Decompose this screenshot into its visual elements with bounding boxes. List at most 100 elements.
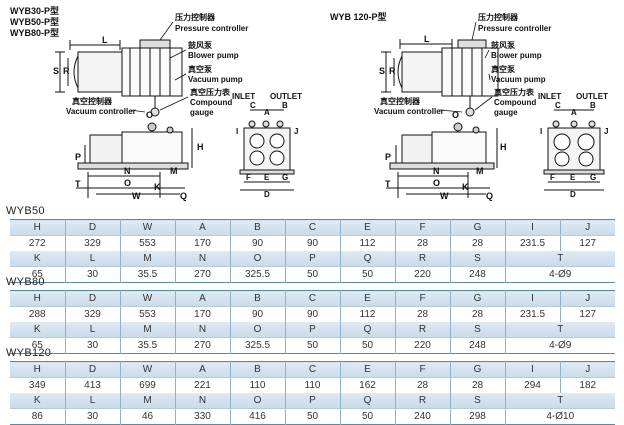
table-cell: 272 [10, 235, 65, 251]
table-header-cell: A [174, 290, 230, 307]
table-cell: 231.5 [504, 306, 560, 322]
dimension-table-wyb120: H D W A B C E F G I J 349 413 699 221 11… [10, 361, 615, 425]
table-cell: 298 [449, 408, 505, 425]
table-cell: 127 [559, 306, 615, 322]
dim-R-right: R [389, 66, 396, 76]
table-cell: 65 [10, 337, 65, 354]
dim-E-right: E [570, 173, 576, 182]
dim-O2-right: O [433, 178, 440, 188]
table-header-cell: C [284, 290, 340, 307]
dim-J-left: J [294, 127, 298, 136]
table-header-cell: H [10, 219, 65, 236]
table-header-cell: L [64, 322, 120, 338]
table-cell: 110 [229, 377, 285, 393]
dim-E-left: E [264, 173, 270, 182]
compound-gauge-en2-right: gauge [494, 108, 518, 117]
dim-B-right: B [590, 101, 596, 110]
table-header-cell: W [119, 290, 175, 307]
model-label-wyb80: WYB80-P型 [10, 27, 59, 38]
inlet-right: INLET [538, 92, 561, 101]
table-cell: 240 [394, 408, 450, 425]
outlet-right: OUTLET [576, 92, 608, 101]
table-header-row: H D W A B C E F G I J [10, 361, 615, 378]
table-cell: 325.5 [229, 337, 285, 354]
table-header-row: K L M N O P Q R S T [10, 393, 615, 409]
table-header-cell: I [504, 219, 560, 236]
table-cell: 28 [449, 306, 505, 322]
dim-B-left: B [282, 101, 288, 110]
dim-Q-right: Q [486, 191, 493, 201]
table-cell: 127 [559, 235, 615, 251]
table-cell: 699 [119, 377, 175, 393]
table-header-cell: O [229, 322, 285, 338]
table-header-cell: Q [339, 251, 395, 267]
table-header-cell: E [339, 290, 395, 307]
dim-K-left: K [154, 182, 161, 192]
dim-N-left: N [124, 166, 131, 176]
right-callouts: 压力控制器 Pressure controller 鼓风泵 Blower pum… [374, 12, 551, 117]
table-header-cell: A [174, 219, 230, 236]
table-header-cell: L [64, 393, 120, 409]
dim-I-right: I [540, 127, 542, 136]
dim-Q-left: Q [180, 191, 187, 201]
table-header-cell: K [10, 322, 65, 338]
model-label-wyb120: WYB 120-P型 [330, 11, 387, 22]
table-header-cell: S [449, 393, 505, 409]
table-header-cell: J [559, 361, 615, 378]
table-header-row: H D W A B C E F G I J [10, 290, 615, 307]
table-header-cell: B [229, 219, 285, 236]
dim-D-right: D [570, 190, 576, 199]
table-header-cell: I [504, 361, 560, 378]
table-header-cell: H [10, 290, 65, 307]
dim-O-left: O [146, 110, 153, 120]
left-leader-lines [129, 21, 189, 113]
pressure-controller-en: Pressure controller [175, 24, 248, 33]
table-cell: 65 [10, 266, 65, 283]
dim-O-right: O [452, 110, 459, 120]
table-header-cell: M [119, 393, 175, 409]
dim-T-right: T [385, 179, 391, 189]
dim-K-right: K [462, 182, 469, 192]
table-header-cell: O [229, 393, 285, 409]
table-header-cell: F [394, 290, 450, 307]
table-header-cell: N [174, 322, 230, 338]
compound-gauge-cn-right: 真空压力表 [494, 87, 535, 97]
table-cell: 50 [284, 408, 340, 425]
table-header-cell: S [449, 322, 505, 338]
table-cell: 182 [559, 377, 615, 393]
right-leader-lines [439, 21, 493, 113]
table-row: 65 30 35.5 270 325.5 50 50 220 248 4-Ø9 [10, 266, 615, 283]
table-header-cell: W [119, 219, 175, 236]
table-cell: 50 [339, 266, 395, 283]
left-model-labels: WYB30-P型 WYB50-P型 WYB80-P型 [10, 5, 59, 38]
table-cell: 30 [64, 337, 120, 354]
table-header-cell: Q [339, 322, 395, 338]
table-header-cell: G [449, 361, 505, 378]
outlet-left: OUTLET [270, 92, 302, 101]
table-row: 288 329 553 170 90 90 112 28 28 231.5 12… [10, 306, 615, 322]
dim-R-left: R [63, 66, 70, 76]
dim-G-right: G [590, 173, 596, 182]
table-cell: 50 [284, 337, 340, 354]
table-header-cell: D [64, 361, 120, 378]
table-cell: 248 [449, 337, 505, 354]
table-cell: 90 [229, 306, 285, 322]
dim-P-left: P [75, 152, 81, 162]
table-header-cell: R [394, 393, 450, 409]
table-cell: 162 [339, 377, 395, 393]
table-header-cell: D [64, 290, 120, 307]
dim-M-right: M [476, 166, 484, 176]
table-header-cell: F [394, 219, 450, 236]
table-header-cell: W [119, 361, 175, 378]
table-header-cell: G [449, 290, 505, 307]
table-cell: 170 [174, 235, 230, 251]
left-front-dims: O H P T N O M K W Q [75, 110, 204, 201]
inlet-left: INLET [232, 92, 255, 101]
left-front-view [76, 122, 193, 198]
vacuum-pump-en: Vacuum pump [188, 75, 243, 84]
table-header-cell: R [394, 322, 450, 338]
dim-J-right: J [604, 127, 608, 136]
dimension-table-wyb80: H D W A B C E F G I J 288 329 553 170 90… [10, 290, 615, 354]
dim-H-left: H [197, 142, 204, 152]
blower-pump-en: Blower pump [188, 51, 239, 60]
